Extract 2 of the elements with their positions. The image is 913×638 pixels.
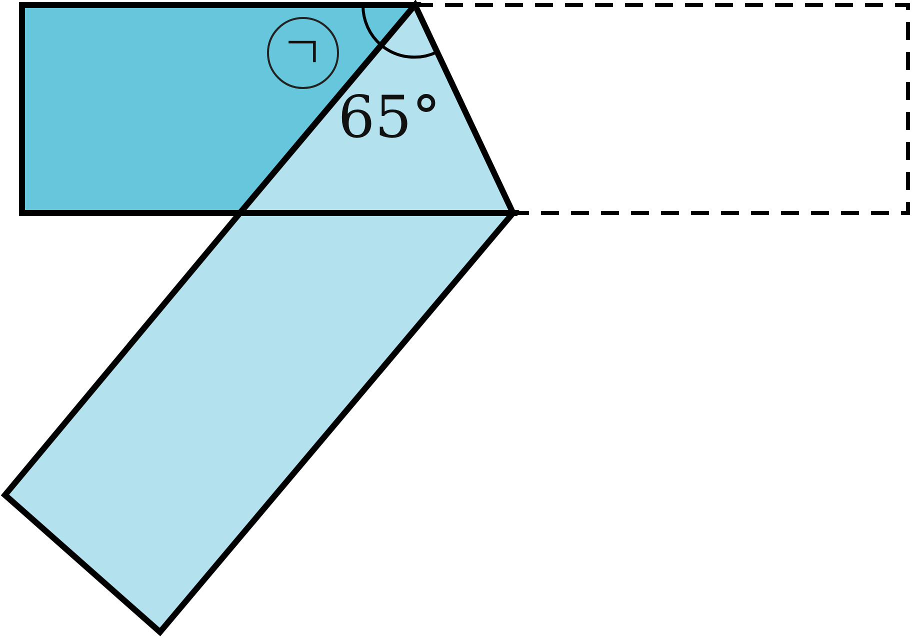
angle-label: ㄱ [267, 17, 339, 89]
angle-label: 65° [338, 88, 441, 146]
